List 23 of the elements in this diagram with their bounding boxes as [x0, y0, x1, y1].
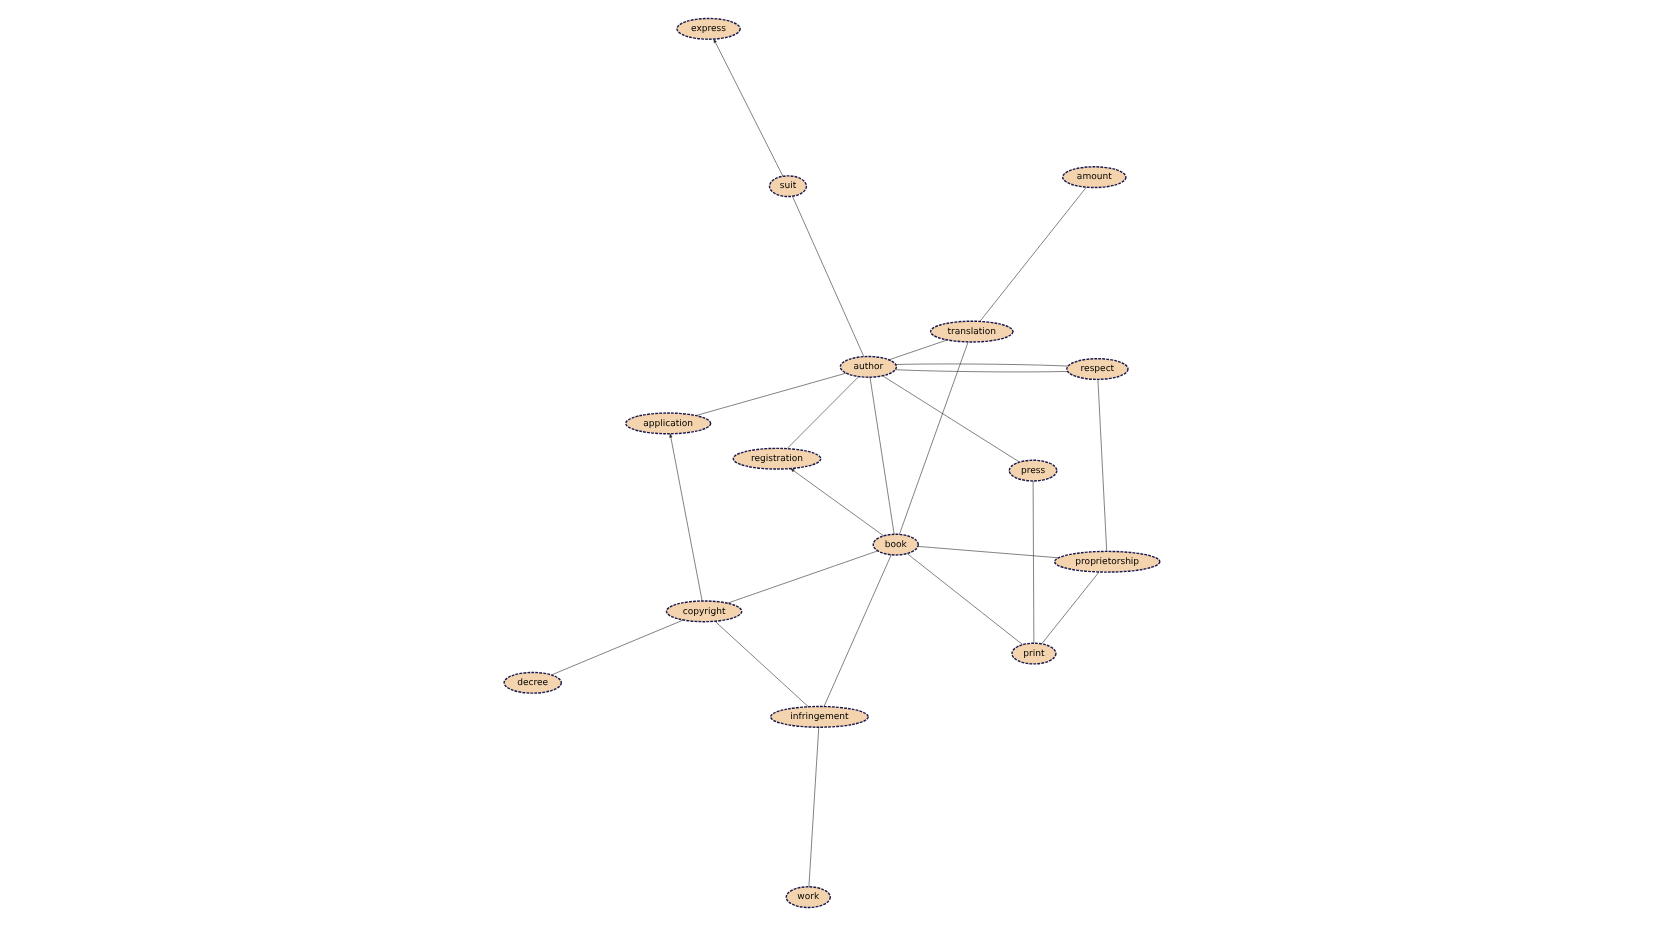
- connector: [898, 341, 968, 535]
- connector: [791, 196, 864, 357]
- arrow: [712, 38, 783, 177]
- connector: [726, 550, 878, 604]
- connector: [868, 377, 894, 535]
- connector: [822, 554, 891, 707]
- connector: [713, 621, 808, 707]
- arrow: [789, 468, 883, 537]
- connector: [894, 363, 1068, 367]
- connector: [881, 375, 1019, 463]
- arrow: [668, 433, 702, 601]
- connector: [906, 553, 1022, 645]
- connector: [894, 369, 1067, 373]
- connector: [1040, 571, 1099, 644]
- connector: [1031, 480, 1034, 644]
- connector: [978, 187, 1086, 322]
- connector: [550, 619, 683, 676]
- connector: [694, 372, 846, 416]
- connector: [785, 376, 858, 449]
- connector: [916, 546, 1058, 559]
- connector: [807, 727, 819, 887]
- connector: [1096, 379, 1106, 552]
- connector: [887, 339, 947, 361]
